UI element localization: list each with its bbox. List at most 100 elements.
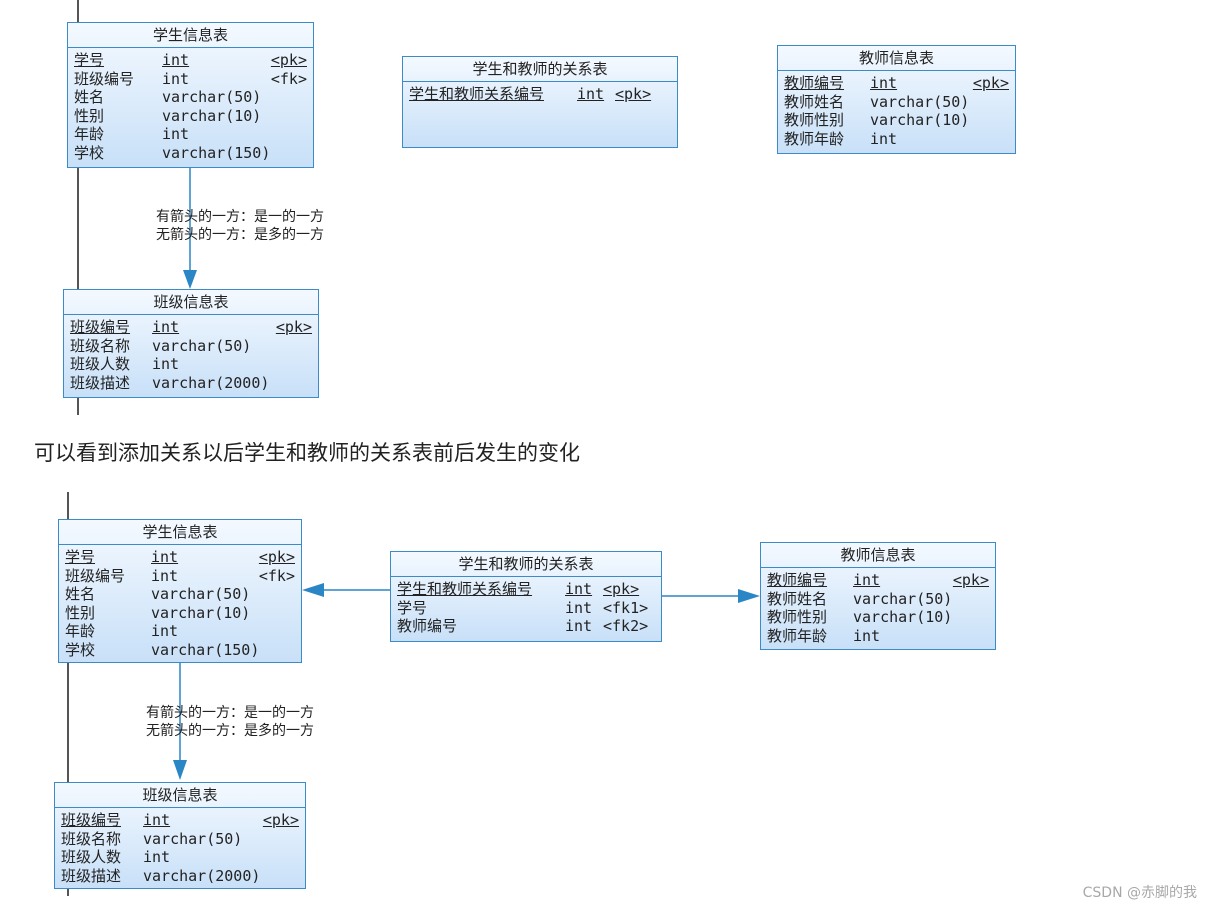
entity-title: 学生和教师的关系表 (391, 552, 661, 577)
relationship-note: 有箭头的一方：是一的一方 无箭头的一方：是多的一方 (146, 704, 314, 740)
attribute-type: varchar(50) (162, 88, 262, 107)
arrowhead-to-teacher (738, 589, 760, 603)
attribute-type: int (853, 626, 881, 645)
attribute-type: int (162, 69, 190, 88)
attribute-row: 学号 int <fk1> (397, 599, 655, 618)
attribute-row: 班级名称 varchar(50) (70, 337, 312, 356)
attribute-type: varchar(10) (870, 111, 970, 130)
attribute-name: 班级人数 (70, 355, 131, 374)
attribute-name: 学号 (397, 598, 428, 617)
attribute-type: int (152, 318, 180, 336)
after-connectors (173, 583, 760, 780)
attribute-row: 年龄 int (74, 125, 307, 144)
attribute-type: int (565, 598, 593, 617)
canvas-edge-line (77, 0, 79, 415)
arrowhead-to-class (183, 270, 197, 289)
entity-title: 班级信息表 (55, 783, 305, 808)
attribute-name: 班级名称 (61, 829, 122, 848)
attribute-name: 班级名称 (70, 336, 131, 355)
attribute-key: <fk2> (603, 617, 649, 636)
entity-title: 学生信息表 (59, 520, 301, 545)
attribute-name: 学号 (74, 51, 105, 69)
attribute-row: 教师年龄 int (767, 627, 989, 646)
entity-title: 班级信息表 (64, 290, 318, 315)
attribute-row: 性别 varchar(10) (74, 107, 307, 126)
attribute-type: int (162, 51, 190, 69)
entity-title: 教师信息表 (778, 46, 1015, 71)
entity-title: 教师信息表 (761, 543, 995, 568)
attribute-name: 班级人数 (61, 848, 122, 867)
relationship-note: 有箭头的一方：是一的一方 无箭头的一方：是多的一方 (156, 208, 324, 244)
attribute-type: varchar(10) (151, 603, 251, 622)
attribute-type: int (870, 129, 898, 148)
attribute-key: <pk> (270, 51, 307, 69)
attribute-name: 教师姓名 (784, 92, 845, 111)
attribute-type: varchar(2000) (143, 866, 261, 885)
attribute-type: int (151, 548, 179, 566)
attribute-row: 班级人数 int (61, 848, 299, 867)
attribute-type: varchar(10) (162, 106, 262, 125)
attribute-name: 姓名 (74, 88, 105, 107)
attribute-key: <pk> (603, 580, 640, 598)
attribute-name: 教师年龄 (767, 626, 828, 645)
attribute-name: 教师姓名 (767, 589, 828, 608)
attribute-row: 班级描述 varchar(2000) (61, 867, 299, 886)
attribute-row: 姓名 varchar(50) (74, 88, 307, 107)
attribute-type: varchar(150) (162, 143, 271, 162)
attribute-type: varchar(50) (152, 336, 252, 355)
attribute-type: int (151, 622, 179, 641)
attribute-type: int (143, 811, 171, 829)
note-line-2: 无箭头的一方：是多的一方 (146, 723, 314, 739)
attribute-key: <pk> (275, 318, 312, 336)
attribute-row: 教师性别 varchar(10) (784, 111, 1009, 130)
attribute-type: varchar(10) (853, 608, 953, 627)
attribute-type: varchar(150) (151, 640, 260, 659)
attribute-name: 教师性别 (784, 111, 845, 130)
attribute-type: int (853, 571, 881, 589)
attribute-name: 年龄 (74, 125, 105, 144)
attribute-name: 教师性别 (767, 608, 828, 627)
attribute-name: 班级描述 (61, 866, 122, 885)
attribute-key: <pk> (258, 548, 295, 566)
attribute-name: 学生和教师关系编号 (409, 85, 545, 103)
attribute-name: 性别 (74, 106, 105, 125)
before-connectors (183, 167, 197, 289)
attribute-name: 学号 (65, 548, 96, 566)
attribute-type: varchar(50) (870, 92, 970, 111)
attribute-key: <fk> (258, 566, 295, 585)
canvas-edge-line (67, 492, 69, 896)
attribute-name: 学生和教师关系编号 (397, 580, 533, 598)
attribute-row: 教师性别 varchar(10) (767, 608, 989, 627)
attribute-type: int (577, 85, 605, 103)
attribute-type: varchar(50) (143, 829, 243, 848)
entity-title: 学生和教师的关系表 (403, 57, 677, 82)
attribute-name: 教师编号 (767, 571, 828, 589)
attribute-type: int (162, 125, 190, 144)
note-line-2: 无箭头的一方：是多的一方 (156, 227, 324, 243)
attribute-row: 教师姓名 varchar(50) (784, 93, 1009, 112)
arrowhead-to-student (302, 583, 324, 597)
entity-title: 学生信息表 (68, 23, 313, 48)
attribute-key: <fk1> (603, 598, 649, 617)
note-line-1: 有箭头的一方：是一的一方 (156, 209, 324, 225)
attribute-type: int (143, 848, 171, 867)
